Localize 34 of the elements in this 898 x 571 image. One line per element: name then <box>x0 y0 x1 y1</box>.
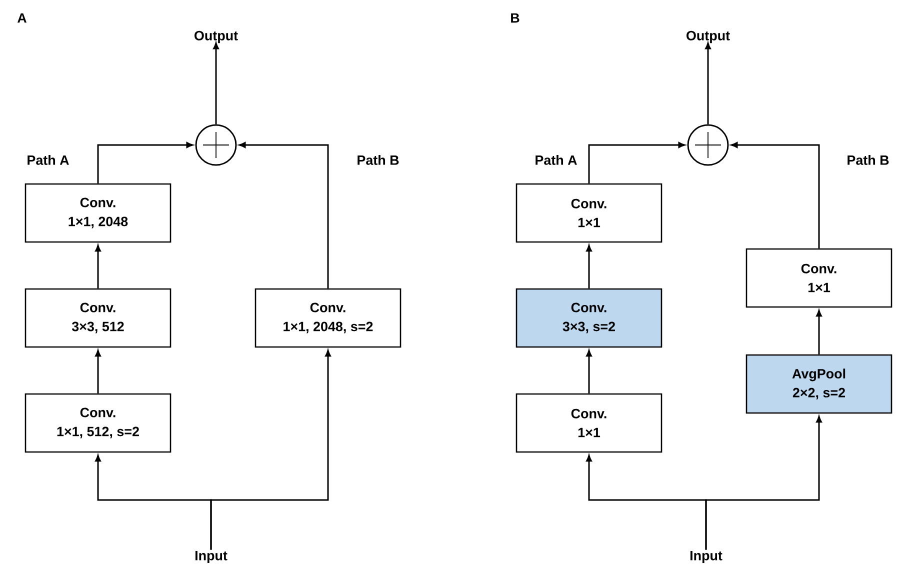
path-label: Path B <box>358 155 399 165</box>
layer-box: Conv. 1×1, 2048, s=2 <box>254 288 402 348</box>
layer-box: Conv. 1×1, 2048 <box>24 183 172 243</box>
layer-box: Conv. 1×1 <box>516 393 662 453</box>
io-label: Input <box>690 550 722 564</box>
path-label: Path B <box>848 155 889 165</box>
arrow <box>97 142 194 184</box>
arrow <box>705 42 711 124</box>
io-label: Output <box>194 30 238 44</box>
arrow <box>210 350 331 550</box>
layer-box: AvgPool 2×2, s=2 <box>746 354 892 414</box>
arrow <box>213 42 219 124</box>
io-label: Input <box>195 550 228 564</box>
arrow <box>239 142 329 288</box>
layer-box: Conv. 1×1 <box>516 183 662 243</box>
layer-box: Conv. 3×3, 512 <box>24 288 172 348</box>
arrow <box>816 310 822 354</box>
arrow <box>95 350 101 394</box>
arrow <box>705 416 822 550</box>
sum-circle <box>687 124 729 166</box>
path-label: Path A <box>28 155 69 165</box>
panel-letter: A <box>17 13 27 23</box>
path-label: Path A <box>536 155 577 165</box>
io-label: Output <box>686 30 730 44</box>
layer-box: Conv. 1×1 <box>746 248 892 308</box>
layer-box: Conv. 1×1, 512, s=2 <box>24 393 172 453</box>
arrow <box>731 142 820 248</box>
arrow <box>588 142 686 184</box>
panel-letter: B <box>511 13 520 23</box>
arrow <box>586 350 592 394</box>
arrow <box>586 244 592 288</box>
arrow <box>95 244 101 288</box>
sum-circle <box>195 124 237 166</box>
layer-box: Conv. 3×3, s=2 <box>516 288 662 348</box>
